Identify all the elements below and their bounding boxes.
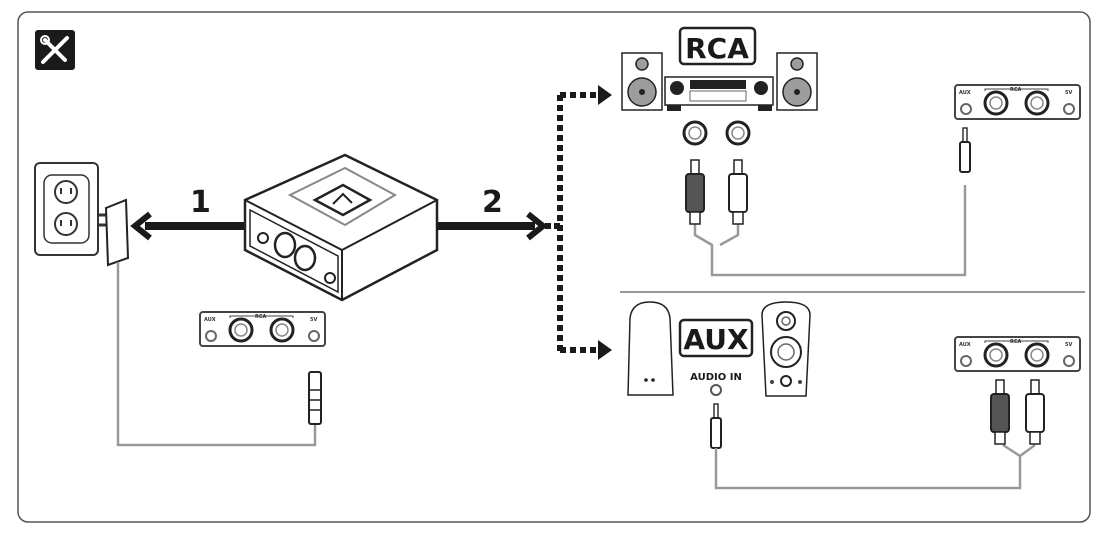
wall-outlet-icon — [34, 162, 99, 256]
power-adapter-icon — [98, 198, 317, 447]
audio-in-jack — [710, 384, 722, 396]
panel-aux-label: AUX — [204, 317, 216, 323]
step-2-label: 2 — [482, 185, 503, 220]
rca-label-box — [678, 26, 757, 66]
bluetooth-receiver-device — [243, 153, 439, 302]
stereo-system-icon — [621, 52, 818, 111]
aux-label-box — [678, 318, 754, 358]
portable-speaker-icon — [627, 301, 674, 396]
panel-power-label: 5V — [1065, 90, 1072, 96]
step-1-label: 1 — [190, 185, 211, 220]
panel-aux-label: AUX — [959, 90, 971, 96]
aux-label: AUX — [683, 323, 749, 356]
power-plug-icon — [308, 371, 322, 425]
rca-label: RCA — [685, 32, 749, 65]
rca-jacks — [682, 120, 751, 146]
panel-power-label: 5V — [310, 317, 317, 323]
panel-rca-label: RCA — [1010, 87, 1022, 93]
aux-to-rca-cable — [710, 379, 1045, 490]
audio-in-label: AUDIO IN — [690, 372, 742, 383]
panel-rca-label: RCA — [255, 314, 267, 320]
tools-icon — [35, 30, 75, 70]
panel-rca-label: RCA — [1010, 339, 1022, 345]
rca-to-aux-cable — [685, 127, 971, 277]
panel-power-label: 5V — [1065, 342, 1072, 348]
panel-aux-label: AUX — [959, 342, 971, 348]
arrow-step-1 — [130, 211, 245, 241]
frame-border — [17, 11, 1091, 523]
computer-speaker-icon — [761, 301, 811, 397]
output-branch-lines — [557, 85, 612, 360]
bluetooth-icon — [312, 183, 373, 217]
